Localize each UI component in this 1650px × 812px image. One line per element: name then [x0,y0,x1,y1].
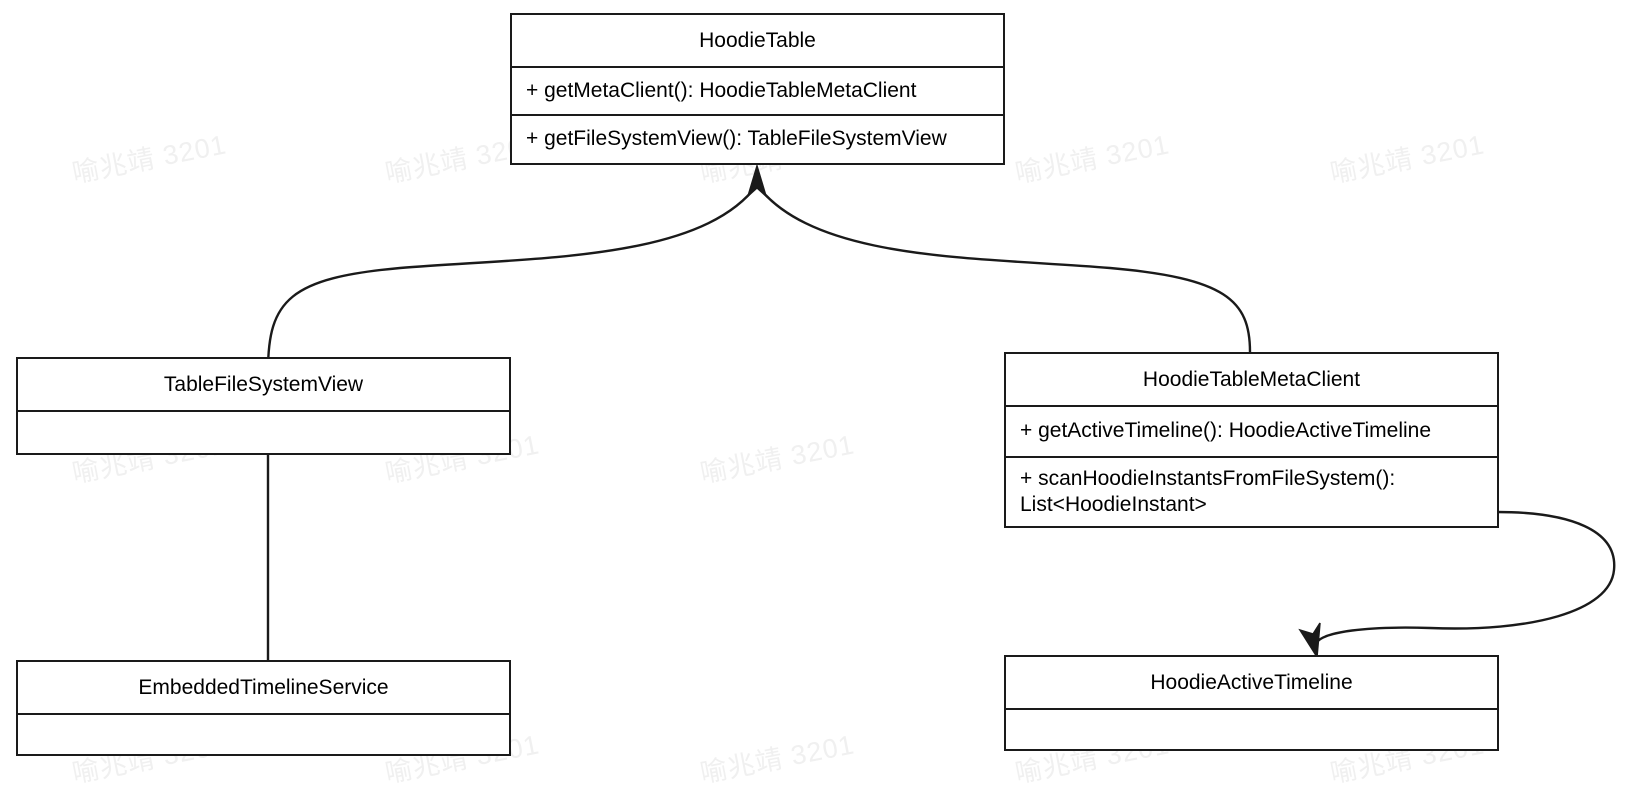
watermark-text: 喻兆靖 3201 [69,129,230,189]
class-name-hoodie-active-timeline: HoodieActiveTimeline [1150,670,1353,694]
class-name-hoodie-table-meta-client: HoodieTableMetaClient [1142,367,1361,391]
class-member-scanhoodieinstantsfromfilesystem: + scanHoodieInstantsFromFileSystem(): Li… [1006,456,1497,526]
class-box-table-file-system-view[interactable]: TableFileSystemView [16,357,511,455]
class-member-getfilesystemview: + getFileSystemView(): TableFileSystemVi… [512,114,1003,163]
class-name-hoodie-table: HoodieTable [699,28,816,52]
class-box-hoodie-table-meta-client[interactable]: HoodieTableMetaClient + getActiveTimelin… [1004,352,1499,528]
edge-hoodietablemetaclient-to-hoodieactivetimeline [1316,510,1616,643]
class-box-embedded-timeline-service[interactable]: EmbeddedTimelineService [16,660,511,756]
class-name-embedded-timeline-service: EmbeddedTimelineService [138,675,389,699]
watermark-text: 喻兆靖 3201 [1327,129,1488,189]
class-box-hoodie-table[interactable]: HoodieTable + getMetaClient(): HoodieTab… [510,13,1005,165]
class-members-empty-hoodie-active-timeline [1006,708,1497,749]
arrowhead-into-hoodietable [746,163,768,199]
class-member-getmetaclient: + getMetaClient(): HoodieTableMetaClient [512,66,1003,114]
class-members-empty-table-file-system-view [18,410,509,453]
class-member-getactivetimeline: + getActiveTimeline(): HoodieActiveTimel… [1006,405,1497,456]
arrowhead-into-hoodieactivetimeline [1298,622,1321,660]
watermark-text: 喻兆靖 3201 [697,429,858,489]
class-box-hoodie-active-timeline[interactable]: HoodieActiveTimeline [1004,655,1499,751]
class-members-empty-embedded-timeline-service [18,713,509,754]
watermark-text: 喻兆靖 3201 [697,729,858,789]
edge-hoodietablemetaclient-to-hoodietable [756,184,1252,353]
watermark-text: 喻兆靖 3201 [1012,129,1173,189]
class-name-table-file-system-view: TableFileSystemView [163,372,364,396]
edge-tablefilesystemview-to-hoodietable [266,184,758,372]
